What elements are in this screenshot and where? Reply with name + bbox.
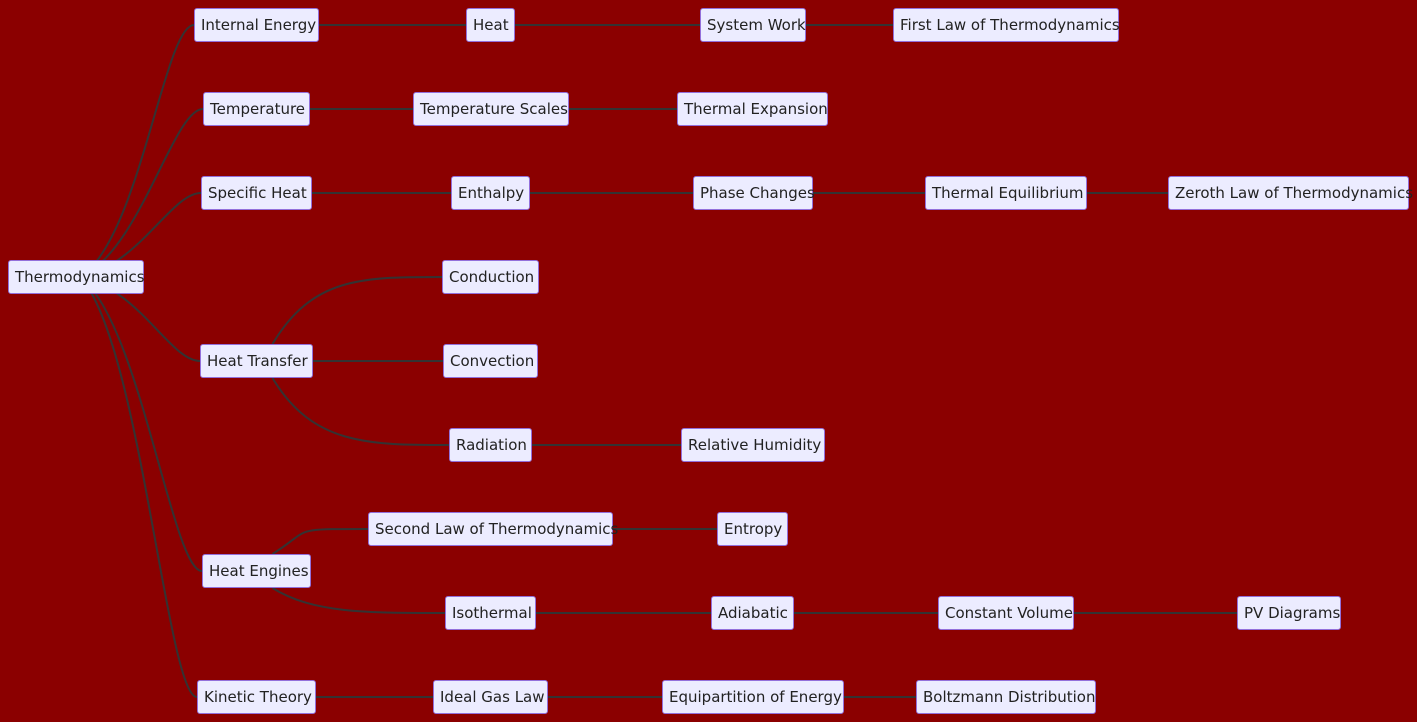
node-ideal-gas-law[interactable]: Ideal Gas Law xyxy=(433,680,548,714)
node-temperature-scales[interactable]: Temperature Scales xyxy=(413,92,569,126)
node-zeroth-law[interactable]: Zeroth Law of Thermodynamics xyxy=(1168,176,1413,210)
edge-heat-transfer-to-radiation xyxy=(271,377,450,446)
node-kinetic-theory[interactable]: Kinetic Theory xyxy=(197,680,316,714)
node-radiation[interactable]: Radiation xyxy=(449,428,532,462)
node-first-law[interactable]: First Law of Thermodynamics xyxy=(893,8,1120,42)
node-enthalpy[interactable]: Enthalpy xyxy=(451,176,530,210)
node-conduction[interactable]: Conduction xyxy=(442,260,539,294)
node-boltzmann[interactable]: Boltzmann Distribution xyxy=(916,680,1096,714)
edge-heat-engines-to-isothermal xyxy=(271,587,446,614)
edge-thermodynamics-to-internal-energy xyxy=(79,24,195,278)
node-heat-transfer[interactable]: Heat Transfer xyxy=(200,344,313,378)
node-thermal-equilibrium[interactable]: Thermal Equilibrium xyxy=(925,176,1087,210)
node-heat[interactable]: Heat xyxy=(466,8,515,42)
node-heat-engines[interactable]: Heat Engines xyxy=(202,554,311,588)
edge-thermodynamics-to-kinetic-theory xyxy=(79,276,198,698)
node-constant-volume[interactable]: Constant Volume xyxy=(938,596,1074,630)
node-relative-humidity[interactable]: Relative Humidity xyxy=(681,428,825,462)
node-pv-diagrams[interactable]: PV Diagrams xyxy=(1237,596,1341,630)
node-entropy[interactable]: Entropy xyxy=(717,512,788,546)
node-system-work[interactable]: System Work xyxy=(700,8,806,42)
node-internal-energy[interactable]: Internal Energy xyxy=(194,8,319,42)
node-thermodynamics[interactable]: Thermodynamics xyxy=(8,260,145,294)
node-second-law[interactable]: Second Law of Thermodynamics xyxy=(368,512,618,546)
node-temperature[interactable]: Temperature xyxy=(203,92,310,126)
node-equipartition[interactable]: Equipartition of Energy xyxy=(662,680,844,714)
edge-thermodynamics-to-heat-engines xyxy=(79,276,203,572)
node-thermal-expansion[interactable]: Thermal Expansion xyxy=(677,92,828,126)
node-specific-heat[interactable]: Specific Heat xyxy=(201,176,312,210)
node-adiabatic[interactable]: Adiabatic xyxy=(711,596,794,630)
edge-heat-transfer-to-conduction xyxy=(271,276,443,345)
node-isothermal[interactable]: Isothermal xyxy=(445,596,536,630)
edge-thermodynamics-to-temperature xyxy=(79,108,204,278)
node-convection[interactable]: Convection xyxy=(443,344,538,378)
edge-heat-engines-to-second-law xyxy=(271,528,369,555)
node-phase-changes[interactable]: Phase Changes xyxy=(693,176,815,210)
